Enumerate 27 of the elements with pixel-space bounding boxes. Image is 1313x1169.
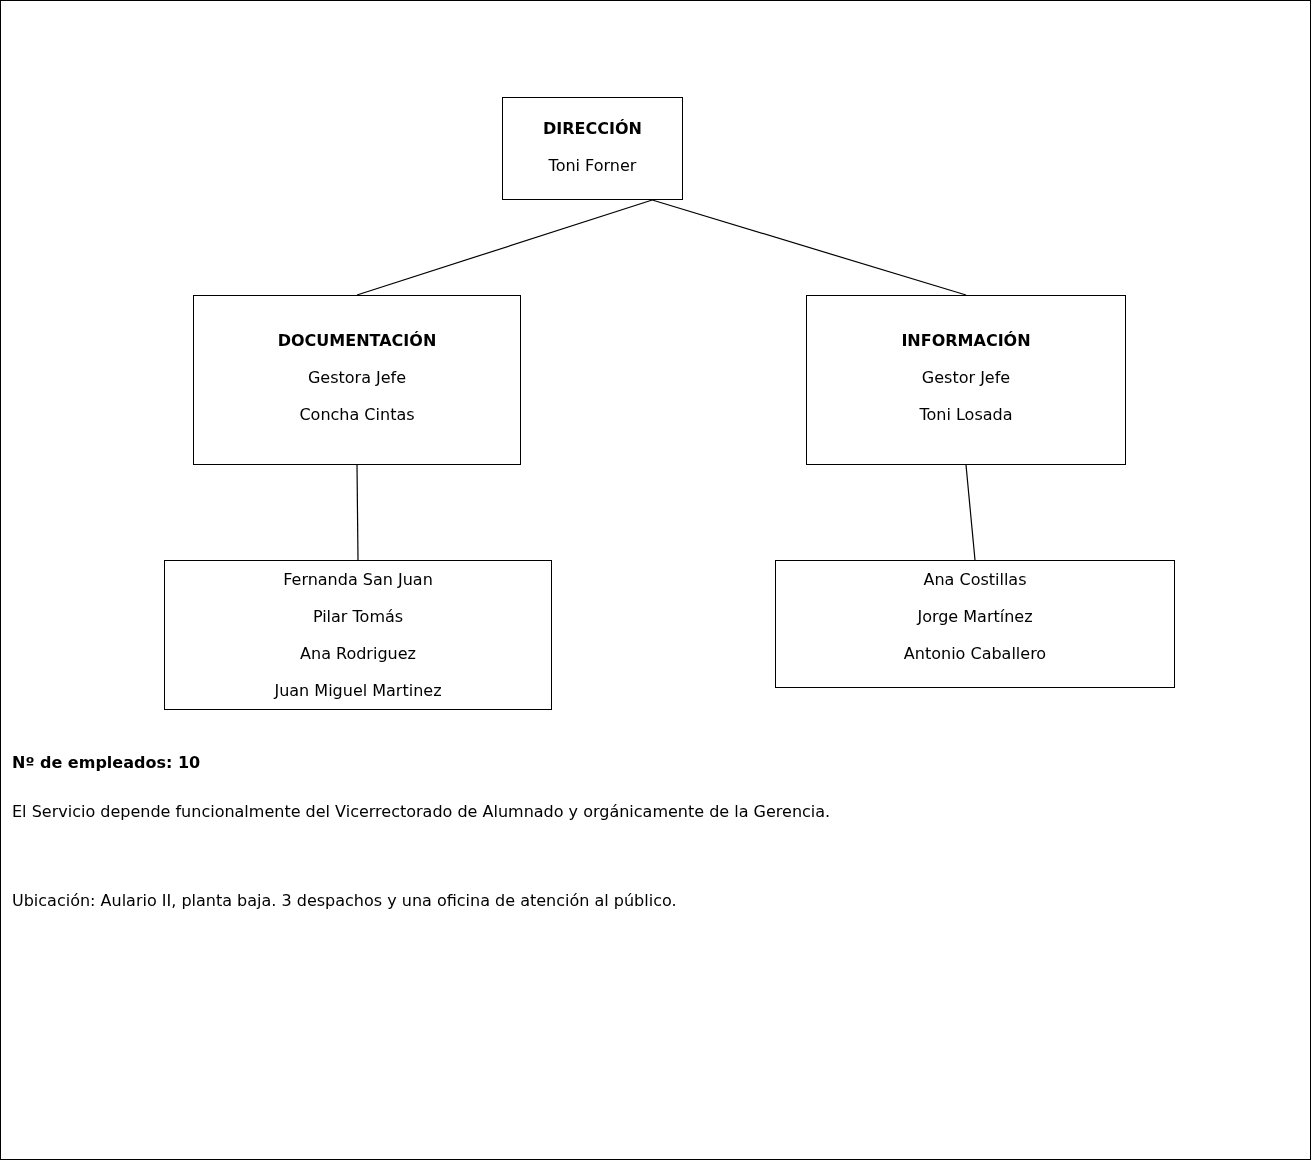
staff-name: Gestora Jefe (307, 367, 407, 389)
staff-name: Antonio Caballero (903, 643, 1047, 665)
employee-count: Nº de empleados: 10 (12, 752, 202, 774)
staff-name: Ana Rodriguez (300, 643, 416, 665)
org-box (193, 295, 521, 465)
staff-name: Concha Cintas (299, 404, 415, 426)
department-title: DOCUMENTACIÓN (277, 330, 437, 352)
department-title: DIRECCIÓN (543, 118, 642, 140)
org-box (502, 97, 683, 200)
connector-line (651, 199, 967, 296)
staff-name: Pilar Tomás (312, 606, 404, 628)
org-box (806, 295, 1126, 465)
staff-name: Toni Losada (919, 404, 1013, 426)
staff-name: Toni Forner (548, 155, 637, 177)
connector-line (356, 464, 359, 561)
note-text: El Servicio depende funcionalmente del Vicerrectorado de Alumnado y orgánicamente de la Gerencia. (12, 801, 832, 823)
staff-name: Jorge Martínez (917, 606, 1033, 628)
department-title: INFORMACIÓN (901, 330, 1031, 352)
staff-name: Gestor Jefe (921, 367, 1011, 389)
note-text: Ubicación: Aulario II, planta baja. 3 despachos y una oficina de atención al público. (12, 890, 678, 912)
org-box (164, 560, 552, 710)
org-box (775, 560, 1175, 688)
connector-line (965, 464, 976, 561)
staff-name: Fernanda San Juan (283, 569, 433, 591)
connector-line (356, 199, 653, 296)
staff-name: Ana Costillas (923, 569, 1027, 591)
staff-name: Juan Miguel Martinez (274, 680, 442, 702)
